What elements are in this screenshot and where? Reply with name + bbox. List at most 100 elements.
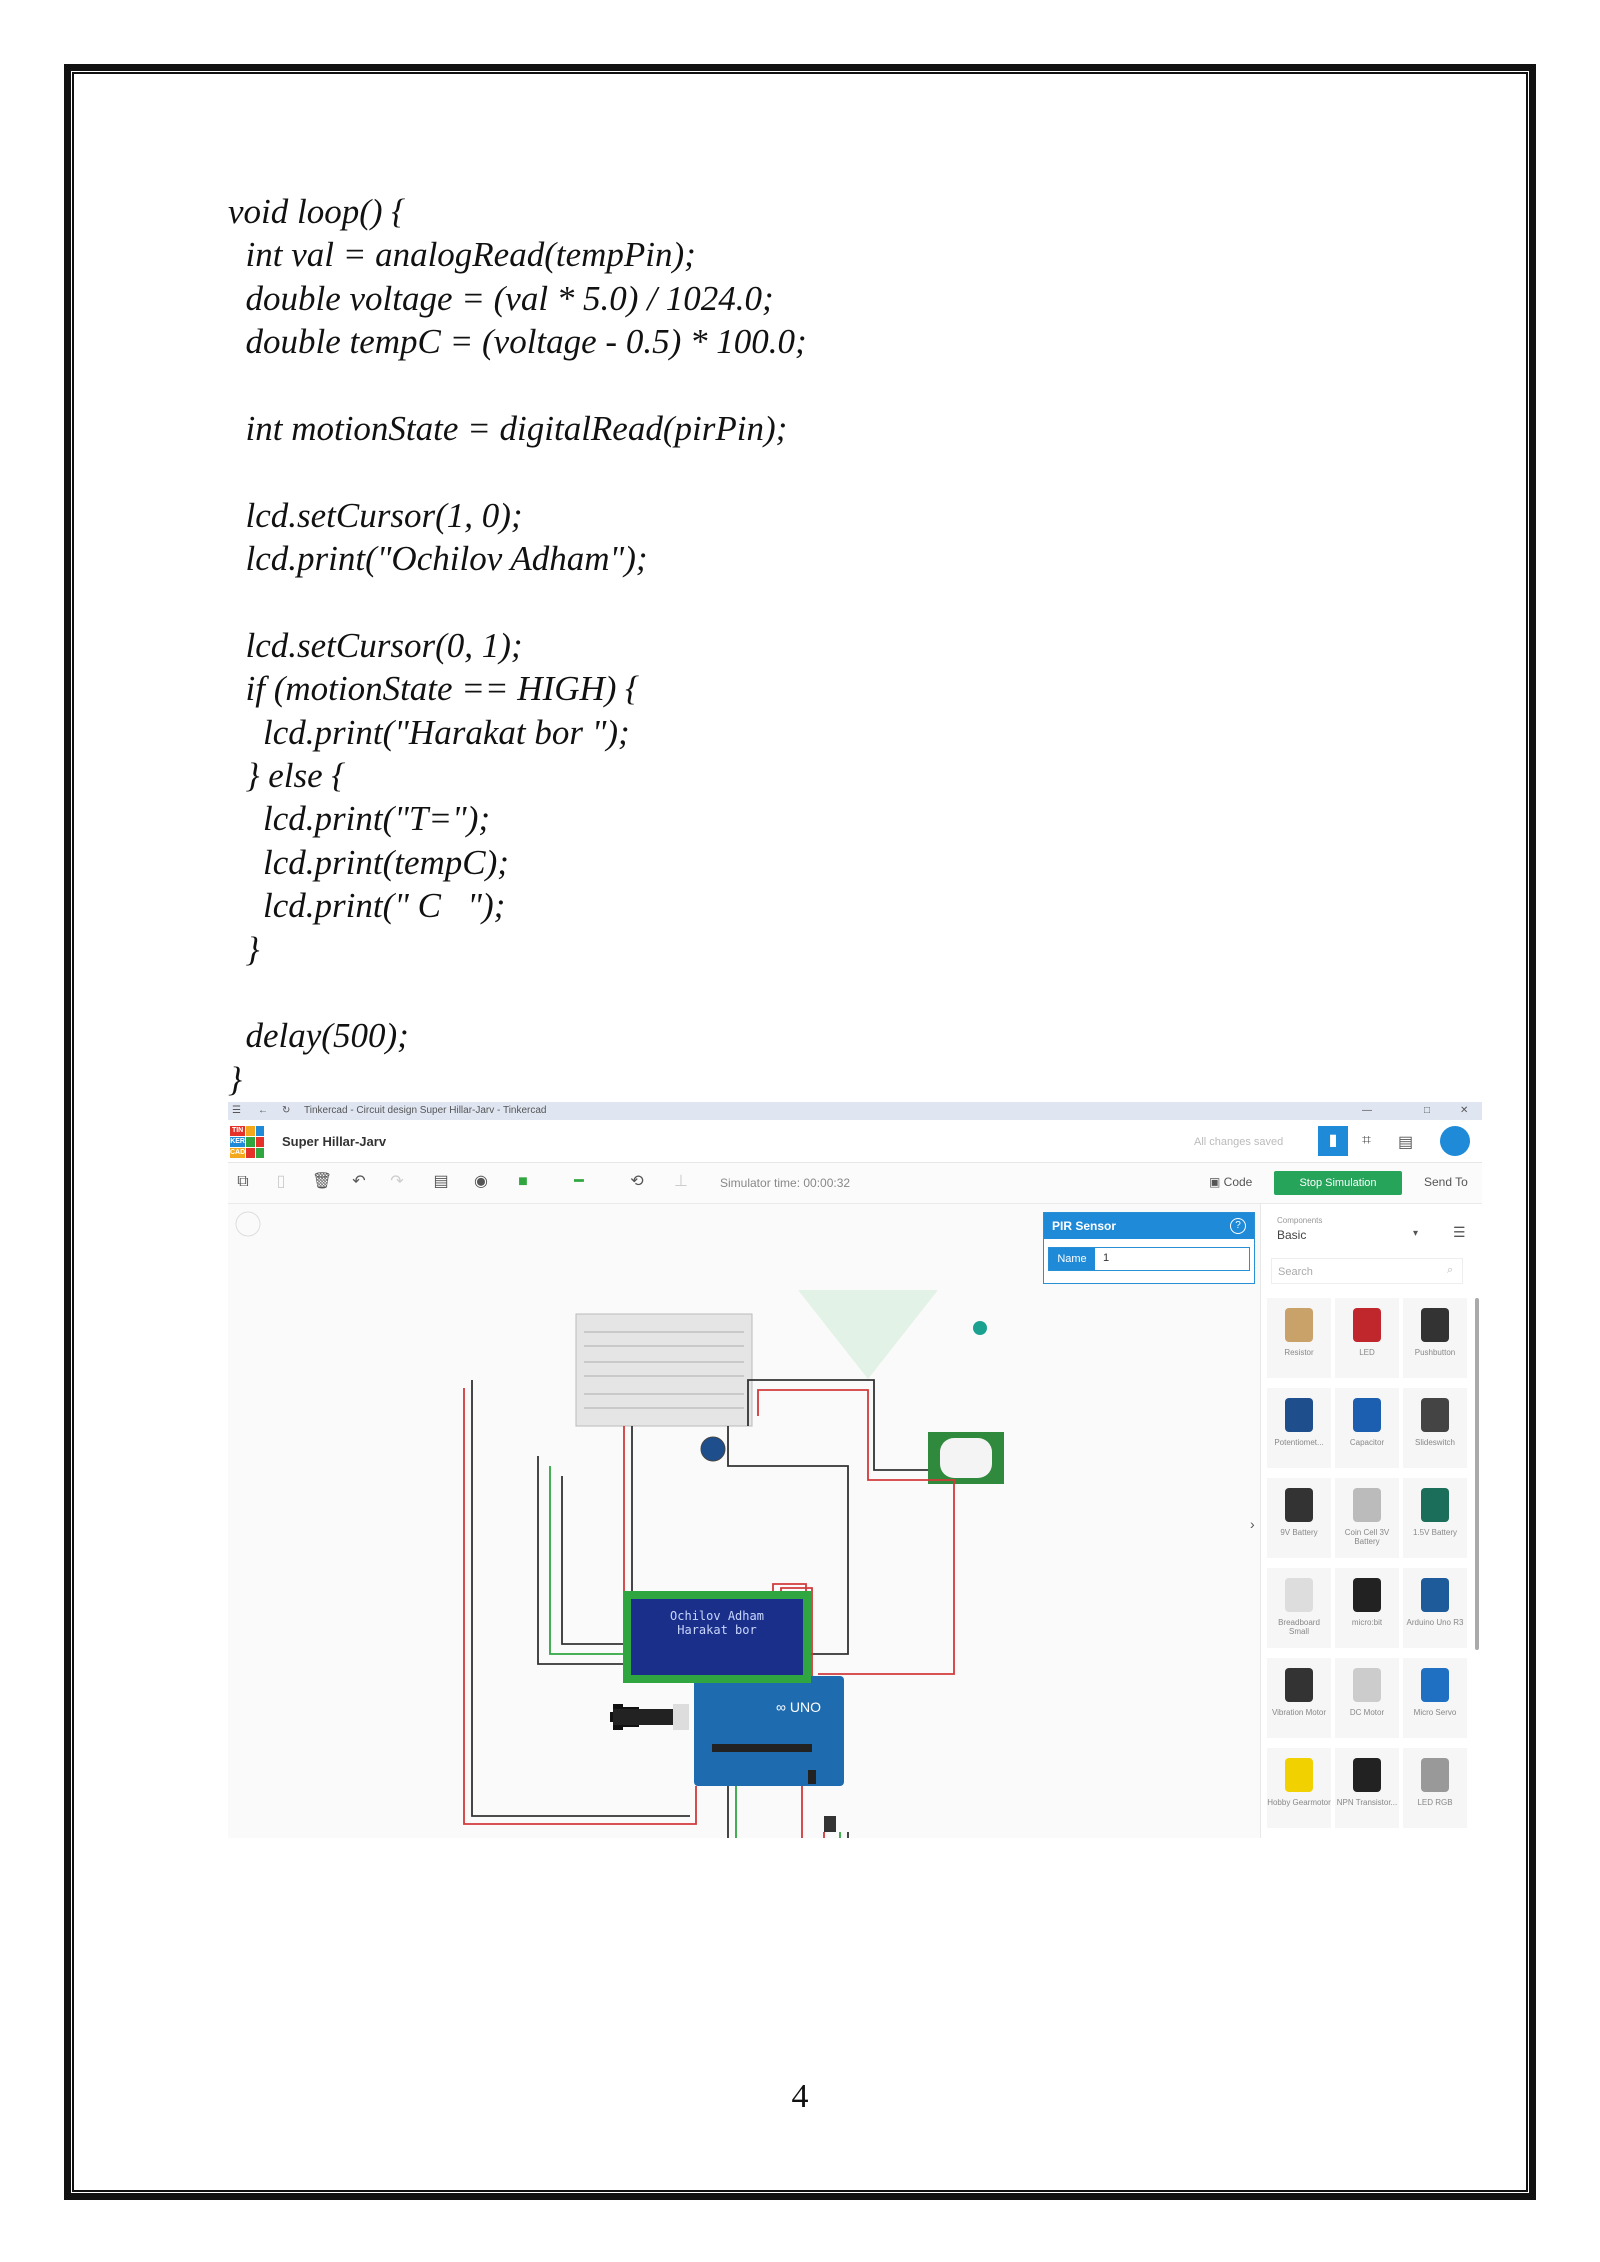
arduino-uno <box>694 1676 844 1786</box>
help-icon[interactable]: ? <box>1230 1218 1246 1234</box>
component-label: Potentiomet... <box>1274 1438 1324 1447</box>
component-tile[interactable]: Resistor <box>1267 1298 1331 1378</box>
component-tile[interactable]: LED <box>1335 1298 1399 1378</box>
tinkercad-screenshot: ☰ ← ↻ Tinkercad - Circuit design Super H… <box>228 1102 1482 1838</box>
code-button[interactable]: ▣ Code <box>1209 1175 1253 1189</box>
copy-icon[interactable]: ⧉ <box>237 1173 249 1190</box>
back-icon[interactable]: ← <box>258 1105 268 1116</box>
component-label: Arduino Uno R3 <box>1406 1618 1464 1627</box>
code-line <box>228 581 807 624</box>
page-border-outer <box>64 64 1536 2200</box>
notes-icon[interactable]: ▤ <box>433 1173 449 1190</box>
code-line: } <box>228 929 260 969</box>
lcd-display: Ochilov Adham Harakat bor <box>623 1591 811 1683</box>
code-line: lcd.print("T="); <box>228 799 491 839</box>
maximize-icon[interactable]: □ <box>1424 1105 1431 1116</box>
code-line <box>228 364 807 407</box>
app-header: TIN KER CAD Super Hillar-Jarv All change… <box>228 1120 1482 1163</box>
inspector-title: PIR Sensor <box>1044 1213 1254 1239</box>
component-tile[interactable]: Slideswitch <box>1403 1388 1467 1468</box>
component-tile[interactable]: micro:bit <box>1335 1568 1399 1648</box>
save-status: All changes saved <box>1194 1136 1284 1148</box>
code-line <box>228 450 807 493</box>
page-border-inner <box>72 72 1528 2192</box>
component-tile[interactable]: LED RGB <box>1403 1748 1467 1828</box>
component-icon <box>1285 1758 1313 1792</box>
component-label: Slideswitch <box>1414 1438 1455 1447</box>
send-to-button[interactable]: Send To <box>1424 1175 1468 1189</box>
code-line: double voltage = (val * 5.0) / 1024.0; <box>228 278 774 318</box>
annotate-icon[interactable]: ◉ <box>474 1173 488 1190</box>
design-title[interactable]: Super Hillar-Jarv <box>282 1134 387 1149</box>
circuit-view-button[interactable]: ▮ <box>1318 1126 1348 1156</box>
component-tile[interactable]: Hobby Gearmotor <box>1267 1748 1331 1828</box>
lcd-line-2: Harakat bor <box>677 1623 757 1637</box>
color-picker-icon[interactable]: ■ <box>518 1173 528 1190</box>
component-icon <box>1421 1668 1449 1702</box>
scrollbar[interactable] <box>1475 1298 1479 1650</box>
component-label: Pushbutton <box>1414 1348 1456 1357</box>
name-value: 1 <box>1103 1252 1110 1264</box>
svg-text:∞ UNO: ∞ UNO <box>776 1699 821 1715</box>
paste-icon[interactable]: ▯ <box>276 1173 286 1190</box>
code-line: lcd.print(tempC); <box>228 842 509 882</box>
avatar[interactable] <box>1440 1126 1470 1156</box>
component-icon <box>1421 1398 1449 1432</box>
redo-icon[interactable]: ↷ <box>390 1173 404 1190</box>
component-label: DC Motor <box>1349 1708 1385 1717</box>
search-input[interactable]: Search <box>1271 1258 1463 1284</box>
component-list-icon[interactable]: ▤ <box>1398 1134 1414 1151</box>
zoom-fit-icon <box>235 1211 261 1237</box>
wire-type-icon[interactable]: ━ <box>574 1173 584 1190</box>
list-view-icon[interactable]: ☰ <box>1453 1224 1466 1240</box>
component-tile[interactable]: NPN Transistor... <box>1335 1748 1399 1828</box>
undo-icon[interactable]: ↶ <box>352 1173 366 1190</box>
components-select[interactable]: Basic <box>1277 1228 1307 1242</box>
component-label: 1.5V Battery <box>1412 1528 1458 1537</box>
code-line: int val = analogRead(tempPin); <box>228 235 696 275</box>
component-icon <box>1421 1758 1449 1792</box>
name-field[interactable]: Name 1 <box>1048 1247 1250 1271</box>
chevron-down-icon[interactable]: ▾ <box>1413 1228 1419 1239</box>
code-line: delay(500); <box>228 1016 409 1056</box>
tinkercad-logo[interactable]: TIN KER CAD <box>230 1126 264 1158</box>
pir-target <box>973 1321 987 1335</box>
component-tile[interactable]: Micro Servo <box>1403 1658 1467 1738</box>
code-line: lcd.print("Ochilov Adham"); <box>228 539 648 579</box>
minimize-icon[interactable]: — <box>1362 1105 1372 1116</box>
flip-icon[interactable]: ⟲ <box>630 1173 644 1190</box>
circuit-drawing: ∞ UNO <box>235 1211 1004 1838</box>
component-label: LED <box>1359 1348 1375 1357</box>
browser-chrome: ☰ ← ↻ Tinkercad - Circuit design Super H… <box>228 1102 1482 1120</box>
component-icon <box>1421 1488 1449 1522</box>
component-tile[interactable]: Arduino Uno R3 <box>1403 1568 1467 1648</box>
component-tile[interactable]: Breadboard Small <box>1267 1568 1331 1648</box>
component-tile[interactable]: Pushbutton <box>1403 1298 1467 1378</box>
circuit-canvas[interactable]: ∞ UNO <box>228 1204 1260 1838</box>
temperature-sensor <box>808 1770 816 1784</box>
code-line <box>228 971 807 1014</box>
collapse-panel-icon[interactable]: › <box>1250 1516 1255 1532</box>
components-label: Components <box>1277 1216 1323 1225</box>
menu-icon[interactable]: ☰ <box>232 1105 241 1116</box>
component-label: Resistor <box>1284 1348 1314 1357</box>
align-icon[interactable]: ⊥ <box>674 1173 688 1190</box>
component-icon <box>1421 1578 1449 1612</box>
component-tile[interactable]: Vibration Motor <box>1267 1658 1331 1738</box>
component-tile[interactable]: DC Motor <box>1335 1658 1399 1738</box>
component-label: NPN Transistor... <box>1336 1798 1398 1807</box>
component-tile[interactable]: Coin Cell 3V Battery <box>1335 1478 1399 1558</box>
schematic-view-icon[interactable]: ⌗ <box>1362 1132 1372 1149</box>
component-tile[interactable]: Potentiomet... <box>1267 1388 1331 1468</box>
reload-icon[interactable]: ↻ <box>282 1105 291 1116</box>
stop-simulation-button[interactable]: Stop Simulation <box>1274 1171 1402 1195</box>
trash-icon[interactable]: 🗑 <box>312 1173 333 1190</box>
code-listing: void loop() { int val = analogRead(tempP… <box>228 190 807 1101</box>
component-tile[interactable]: 9V Battery <box>1267 1478 1331 1558</box>
component-label: Coin Cell 3V Battery <box>1344 1528 1390 1546</box>
close-icon[interactable]: ✕ <box>1460 1105 1469 1116</box>
component-icon <box>1285 1308 1313 1342</box>
component-tile[interactable]: Capacitor <box>1335 1388 1399 1468</box>
component-tile[interactable]: 1.5V Battery <box>1403 1478 1467 1558</box>
